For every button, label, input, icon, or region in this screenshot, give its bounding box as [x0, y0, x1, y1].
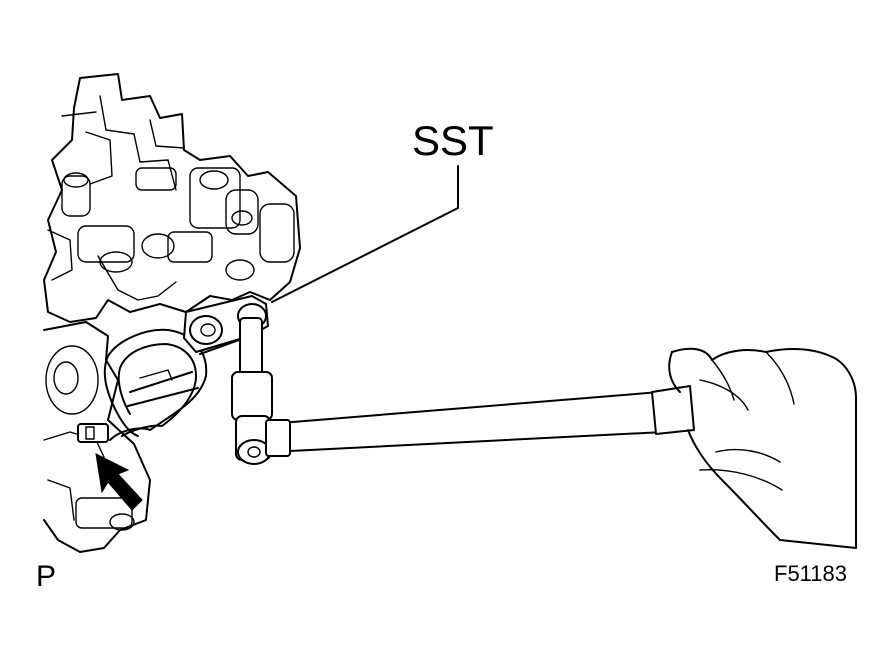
wrench-icon	[103, 295, 695, 465]
sst-label: SST	[412, 117, 494, 164]
sst-leader-line	[271, 165, 459, 303]
hand-icon	[668, 347, 857, 549]
view-label: P	[36, 560, 57, 593]
figure-id: F51183	[774, 561, 847, 586]
arrow-pointer-icon	[95, 453, 143, 511]
valve-body-assembly	[43, 73, 301, 553]
